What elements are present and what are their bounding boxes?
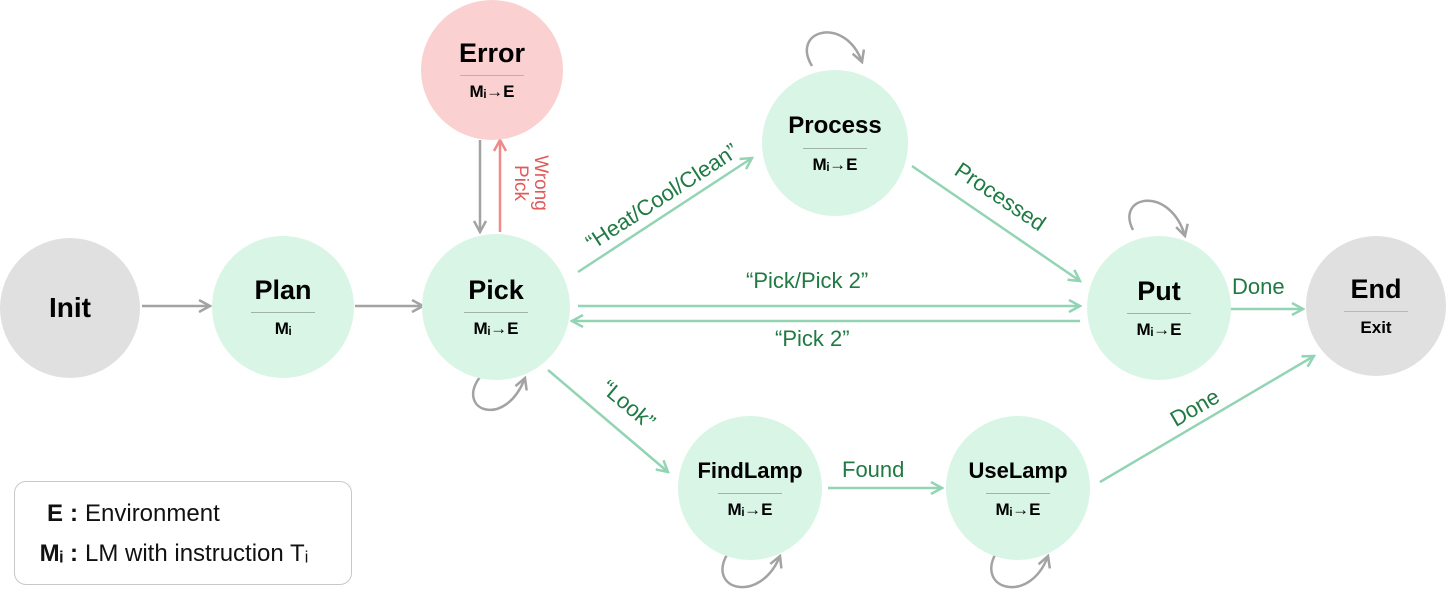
legend-m-sep: : bbox=[70, 540, 78, 567]
node-plan: Plan Mᵢ bbox=[212, 236, 354, 378]
node-findlamp: FindLamp Mᵢ→E bbox=[678, 416, 822, 560]
node-error-title: Error bbox=[458, 38, 526, 68]
node-pick-title: Pick bbox=[468, 275, 524, 305]
node-put: Put Mᵢ→E bbox=[1087, 236, 1231, 380]
legend-m-key: Mᵢ bbox=[39, 540, 63, 567]
node-put-divider bbox=[1127, 313, 1191, 314]
node-end-sub: Exit bbox=[1360, 318, 1392, 337]
node-end: End Exit bbox=[1306, 236, 1446, 376]
node-error-sub: Mᵢ→E bbox=[469, 82, 515, 101]
edge-process-put bbox=[911, 164, 1080, 281]
node-plan-sub: Mᵢ bbox=[274, 319, 292, 338]
node-findlamp-title: FindLamp bbox=[697, 458, 803, 483]
node-end-title: End bbox=[1350, 274, 1402, 304]
node-error-divider bbox=[460, 75, 524, 76]
node-put-title: Put bbox=[1137, 276, 1181, 306]
label-found: Found bbox=[842, 457, 905, 482]
self-loop-process bbox=[805, 31, 862, 67]
self-loop-findlamp bbox=[721, 552, 780, 589]
legend-e-key: E bbox=[46, 500, 63, 527]
self-loop-uselamp bbox=[990, 552, 1048, 589]
node-pick-divider bbox=[464, 312, 528, 313]
node-findlamp-sub: Mᵢ→E bbox=[727, 500, 773, 519]
node-end-divider bbox=[1344, 311, 1408, 312]
node-plan-title: Plan bbox=[254, 275, 312, 305]
self-loop-pick bbox=[472, 377, 525, 412]
label-wrong-pick: Wrong Pick bbox=[510, 143, 551, 223]
node-init: Init bbox=[0, 238, 140, 378]
node-process-sub: Mᵢ→E bbox=[812, 155, 858, 174]
legend-e-sep: : bbox=[70, 500, 78, 527]
node-uselamp-divider bbox=[986, 493, 1050, 494]
legend-m-text: LM with instruction Tᵢ bbox=[85, 540, 309, 567]
legend-row-environment: E: Environment bbox=[15, 500, 220, 528]
node-process-title: Process bbox=[788, 112, 882, 139]
legend-e-text: Environment bbox=[85, 500, 220, 527]
node-put-sub: Mᵢ→E bbox=[1136, 320, 1182, 339]
edge-pick-process bbox=[577, 158, 752, 274]
legend-box: E: Environment Mᵢ: LM with instruction Tᵢ bbox=[14, 481, 352, 585]
label-pick-pick2: “Pick/Pick 2” bbox=[746, 268, 869, 293]
label-done-put: Done bbox=[1232, 274, 1285, 299]
edge-uselamp-end bbox=[1099, 356, 1314, 484]
label-wrong-pick-line1: Wrong bbox=[530, 155, 551, 211]
node-findlamp-divider bbox=[718, 493, 782, 494]
node-plan-divider bbox=[251, 312, 315, 313]
self-loop-put bbox=[1128, 199, 1185, 236]
label-pick2: “Pick 2” bbox=[775, 326, 850, 351]
edge-pick-findlamp bbox=[547, 369, 668, 472]
node-process-divider bbox=[803, 148, 867, 149]
label-wrong-pick-line2: Pick bbox=[510, 165, 531, 201]
node-pick-sub: Mᵢ→E bbox=[473, 319, 519, 338]
node-init-title: Init bbox=[49, 292, 91, 323]
legend-row-lm: Mᵢ: LM with instruction Tᵢ bbox=[15, 540, 309, 568]
node-pick: Pick Mᵢ→E bbox=[422, 234, 570, 380]
node-uselamp-title: UseLamp bbox=[968, 458, 1068, 483]
node-uselamp: UseLamp Mᵢ→E bbox=[946, 416, 1090, 560]
node-error: Error Mᵢ→E bbox=[421, 0, 563, 140]
node-process: Process Mᵢ→E bbox=[762, 70, 908, 216]
node-uselamp-sub: Mᵢ→E bbox=[995, 500, 1041, 519]
